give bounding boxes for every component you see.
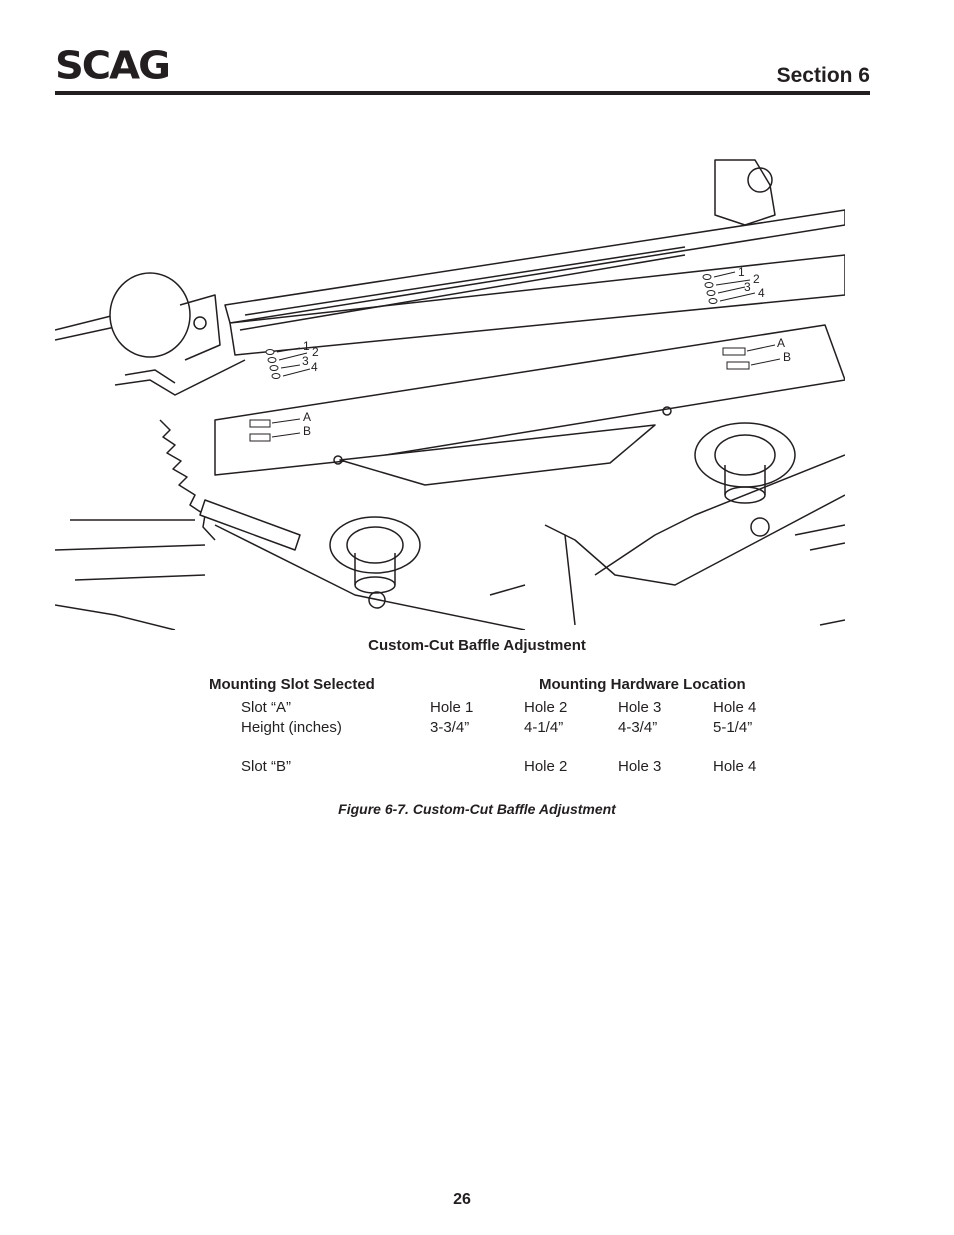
row-height-label: Height (inches) bbox=[241, 719, 342, 736]
hole-label-right-3: 3 bbox=[744, 280, 751, 294]
section-title: Section 6 bbox=[776, 64, 870, 87]
row-height-4: 5-1/4” bbox=[713, 719, 753, 736]
row-a-hole4: Hole 4 bbox=[713, 699, 757, 716]
figure-caption: Figure 6-7. Custom-Cut Baffle Adjustment bbox=[338, 801, 616, 817]
slot-label-left-a: A bbox=[303, 410, 311, 424]
slot-label-right-a: A bbox=[777, 336, 785, 350]
logo-text: SCAG bbox=[55, 44, 171, 88]
slot-label-left-b: B bbox=[303, 424, 311, 438]
row-height-3: 4-3/4” bbox=[618, 719, 658, 736]
hole-label-left-4: 4 bbox=[311, 360, 318, 374]
row-a-label: Slot “A” bbox=[241, 699, 292, 716]
header-rule bbox=[55, 91, 870, 95]
row-a-hole2: Hole 2 bbox=[524, 699, 568, 716]
hole-label-right-2: 2 bbox=[753, 272, 760, 286]
hole-label-right-4: 4 bbox=[758, 286, 765, 300]
hole-label-left-1: 1 bbox=[303, 339, 310, 353]
row-b-hole3: Hole 3 bbox=[618, 758, 662, 775]
page-number: 26 bbox=[453, 1191, 471, 1208]
hole-label-left-3: 3 bbox=[302, 354, 309, 368]
row-b-hole2: Hole 2 bbox=[524, 758, 568, 775]
row-height-1: 3-3/4” bbox=[430, 719, 470, 736]
slot-label-right-b: B bbox=[783, 350, 791, 364]
baffle-illustration: 1 2 3 4 1 2 3 4 A B A B bbox=[55, 159, 845, 630]
scag-logo: SCAG bbox=[55, 45, 180, 87]
row-b-hole4: Hole 4 bbox=[713, 758, 757, 775]
hole-label-right-1: 1 bbox=[738, 265, 745, 279]
row-b-label: Slot “B” bbox=[241, 758, 292, 775]
row-height-2: 4-1/4” bbox=[524, 719, 564, 736]
col-header-slot: Mounting Slot Selected bbox=[209, 676, 375, 693]
row-a-hole3: Hole 3 bbox=[618, 699, 662, 716]
illustration-caption: Custom-Cut Baffle Adjustment bbox=[368, 637, 586, 654]
col-header-location: Mounting Hardware Location bbox=[539, 676, 746, 693]
row-a-hole1: Hole 1 bbox=[430, 699, 474, 716]
hole-label-left-2: 2 bbox=[312, 345, 319, 359]
